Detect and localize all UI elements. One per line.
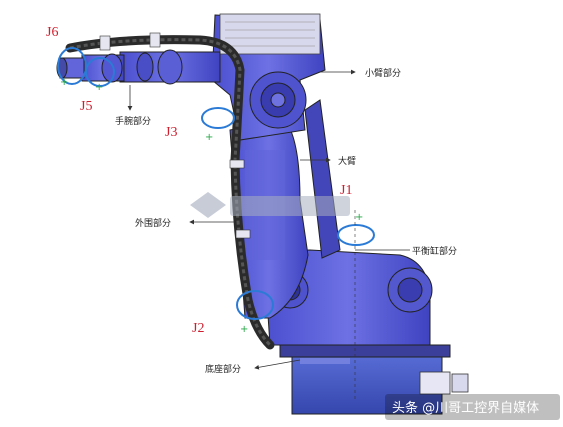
watermark-text: 头条 @川哥工控界自媒体	[392, 400, 539, 416]
center-logo-watermark	[190, 192, 350, 218]
balance-cylinder	[304, 99, 341, 259]
robot-forearm-housing	[211, 13, 326, 141]
joint-label-j3: J3	[165, 125, 177, 140]
joint-label-j5: J5	[80, 99, 92, 114]
joint-label-j6: J6	[46, 25, 58, 40]
svg-text:+: +	[240, 324, 248, 335]
callout-forearm: 小臂部分	[365, 67, 401, 79]
callout-balance-cylinder: 平衡缸部分	[412, 245, 457, 257]
cable-bundle	[65, 32, 275, 350]
callout-peripheral: 外围部分	[135, 217, 171, 229]
robot-base	[279, 344, 469, 415]
joint-label-j1: J1	[340, 183, 352, 198]
joint-rotation-arrows: + + + + +	[57, 47, 375, 335]
callout-base: 底座部分	[205, 363, 241, 375]
robot-forearm	[119, 49, 221, 85]
svg-text:+: +	[205, 132, 213, 143]
source-watermark: 头条 @川哥工控界自媒体	[385, 394, 560, 420]
callout-wrist: 手腕部分	[115, 115, 151, 127]
svg-text:+: +	[60, 77, 68, 88]
svg-text:+: +	[355, 212, 363, 223]
callout-lines	[127, 69, 410, 400]
joint-label-j2: J2	[192, 321, 204, 336]
svg-text:+: +	[95, 82, 103, 93]
callout-upper-arm: 大臂	[338, 155, 356, 167]
